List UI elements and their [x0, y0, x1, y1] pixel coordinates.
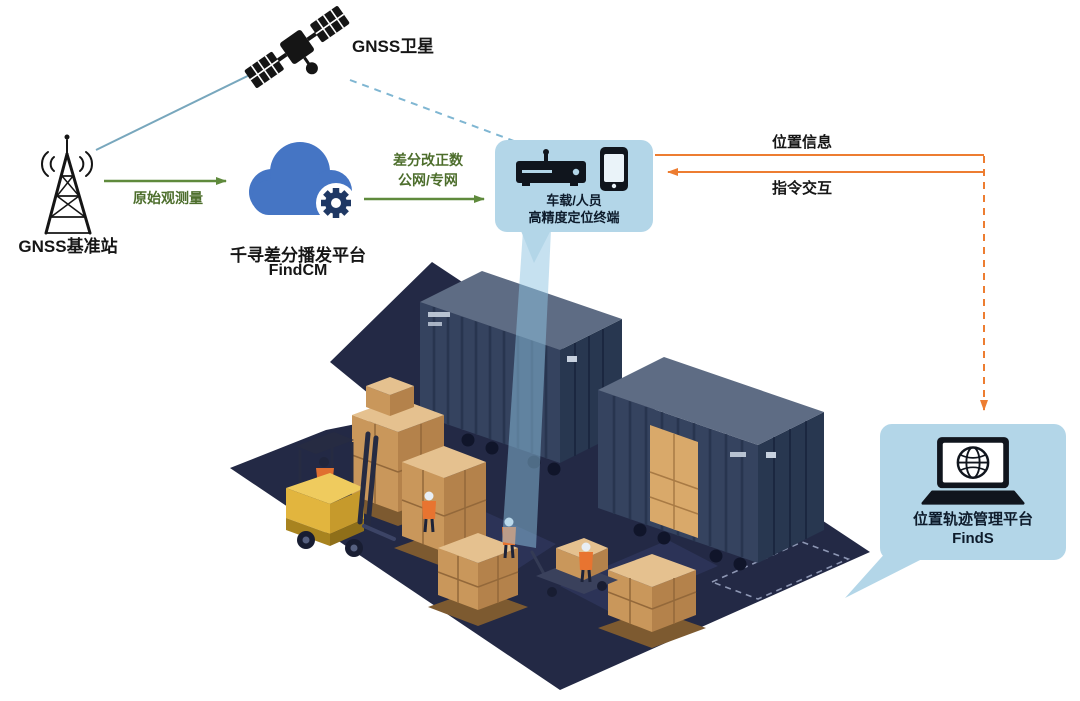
management-platform-product: FindS	[952, 530, 994, 547]
container-2	[598, 357, 824, 571]
terminal-label-line2: 高精度定位终端	[528, 210, 620, 225]
terminal-label-line1: 车载/人员	[546, 193, 602, 209]
forklift	[286, 431, 396, 557]
radio-tower-icon	[41, 134, 93, 235]
globe-icon	[956, 445, 990, 479]
dashed-zone	[709, 541, 851, 600]
platform	[230, 262, 870, 690]
terminal-icons	[516, 147, 628, 192]
management-platform-node: 位置轨迹管理平台 FindS	[880, 424, 1066, 560]
terminal-node: 车载/人员 高精度定位终端	[495, 140, 653, 232]
management-platform-name: 位置轨迹管理平台	[912, 510, 1033, 528]
correction-label-line1: 差分改正数	[393, 152, 463, 168]
signal-waves-icon	[41, 151, 93, 177]
gnss-receiver-icon	[516, 149, 586, 187]
warehouse-scene	[230, 262, 870, 690]
laptop-globe-icon	[921, 436, 1025, 505]
cloud-gear-icon	[249, 142, 356, 223]
pallet-b	[598, 554, 706, 648]
smartphone-icon	[600, 147, 628, 192]
finds-bubble-tail	[845, 550, 928, 598]
link-lines	[95, 67, 988, 411]
command-interaction-label: 指令交互	[771, 180, 832, 197]
cloud-platform-product: FindCM	[268, 262, 328, 279]
correction-label-line2: 公网/专网	[398, 172, 458, 188]
position-info-label: 位置信息	[771, 134, 832, 151]
satellite-label: GNSS卫星	[352, 37, 435, 56]
gear-icon	[321, 188, 351, 218]
pallet-jack	[530, 538, 618, 597]
raw-observation-label: 原始观测量	[133, 190, 203, 206]
worker	[579, 542, 593, 583]
satellite-icon	[244, 6, 350, 88]
base-station-label: GNSS基准站	[18, 237, 118, 256]
pallet-a	[428, 533, 528, 626]
positioning-beam	[502, 230, 551, 548]
link-tower-satellite	[95, 67, 265, 151]
cloud-platform-name: 千寻差分播发平台	[230, 246, 366, 265]
link-satellite-terminal	[349, 79, 515, 142]
terminal-bubble-tail	[519, 226, 553, 263]
worker	[422, 491, 436, 533]
